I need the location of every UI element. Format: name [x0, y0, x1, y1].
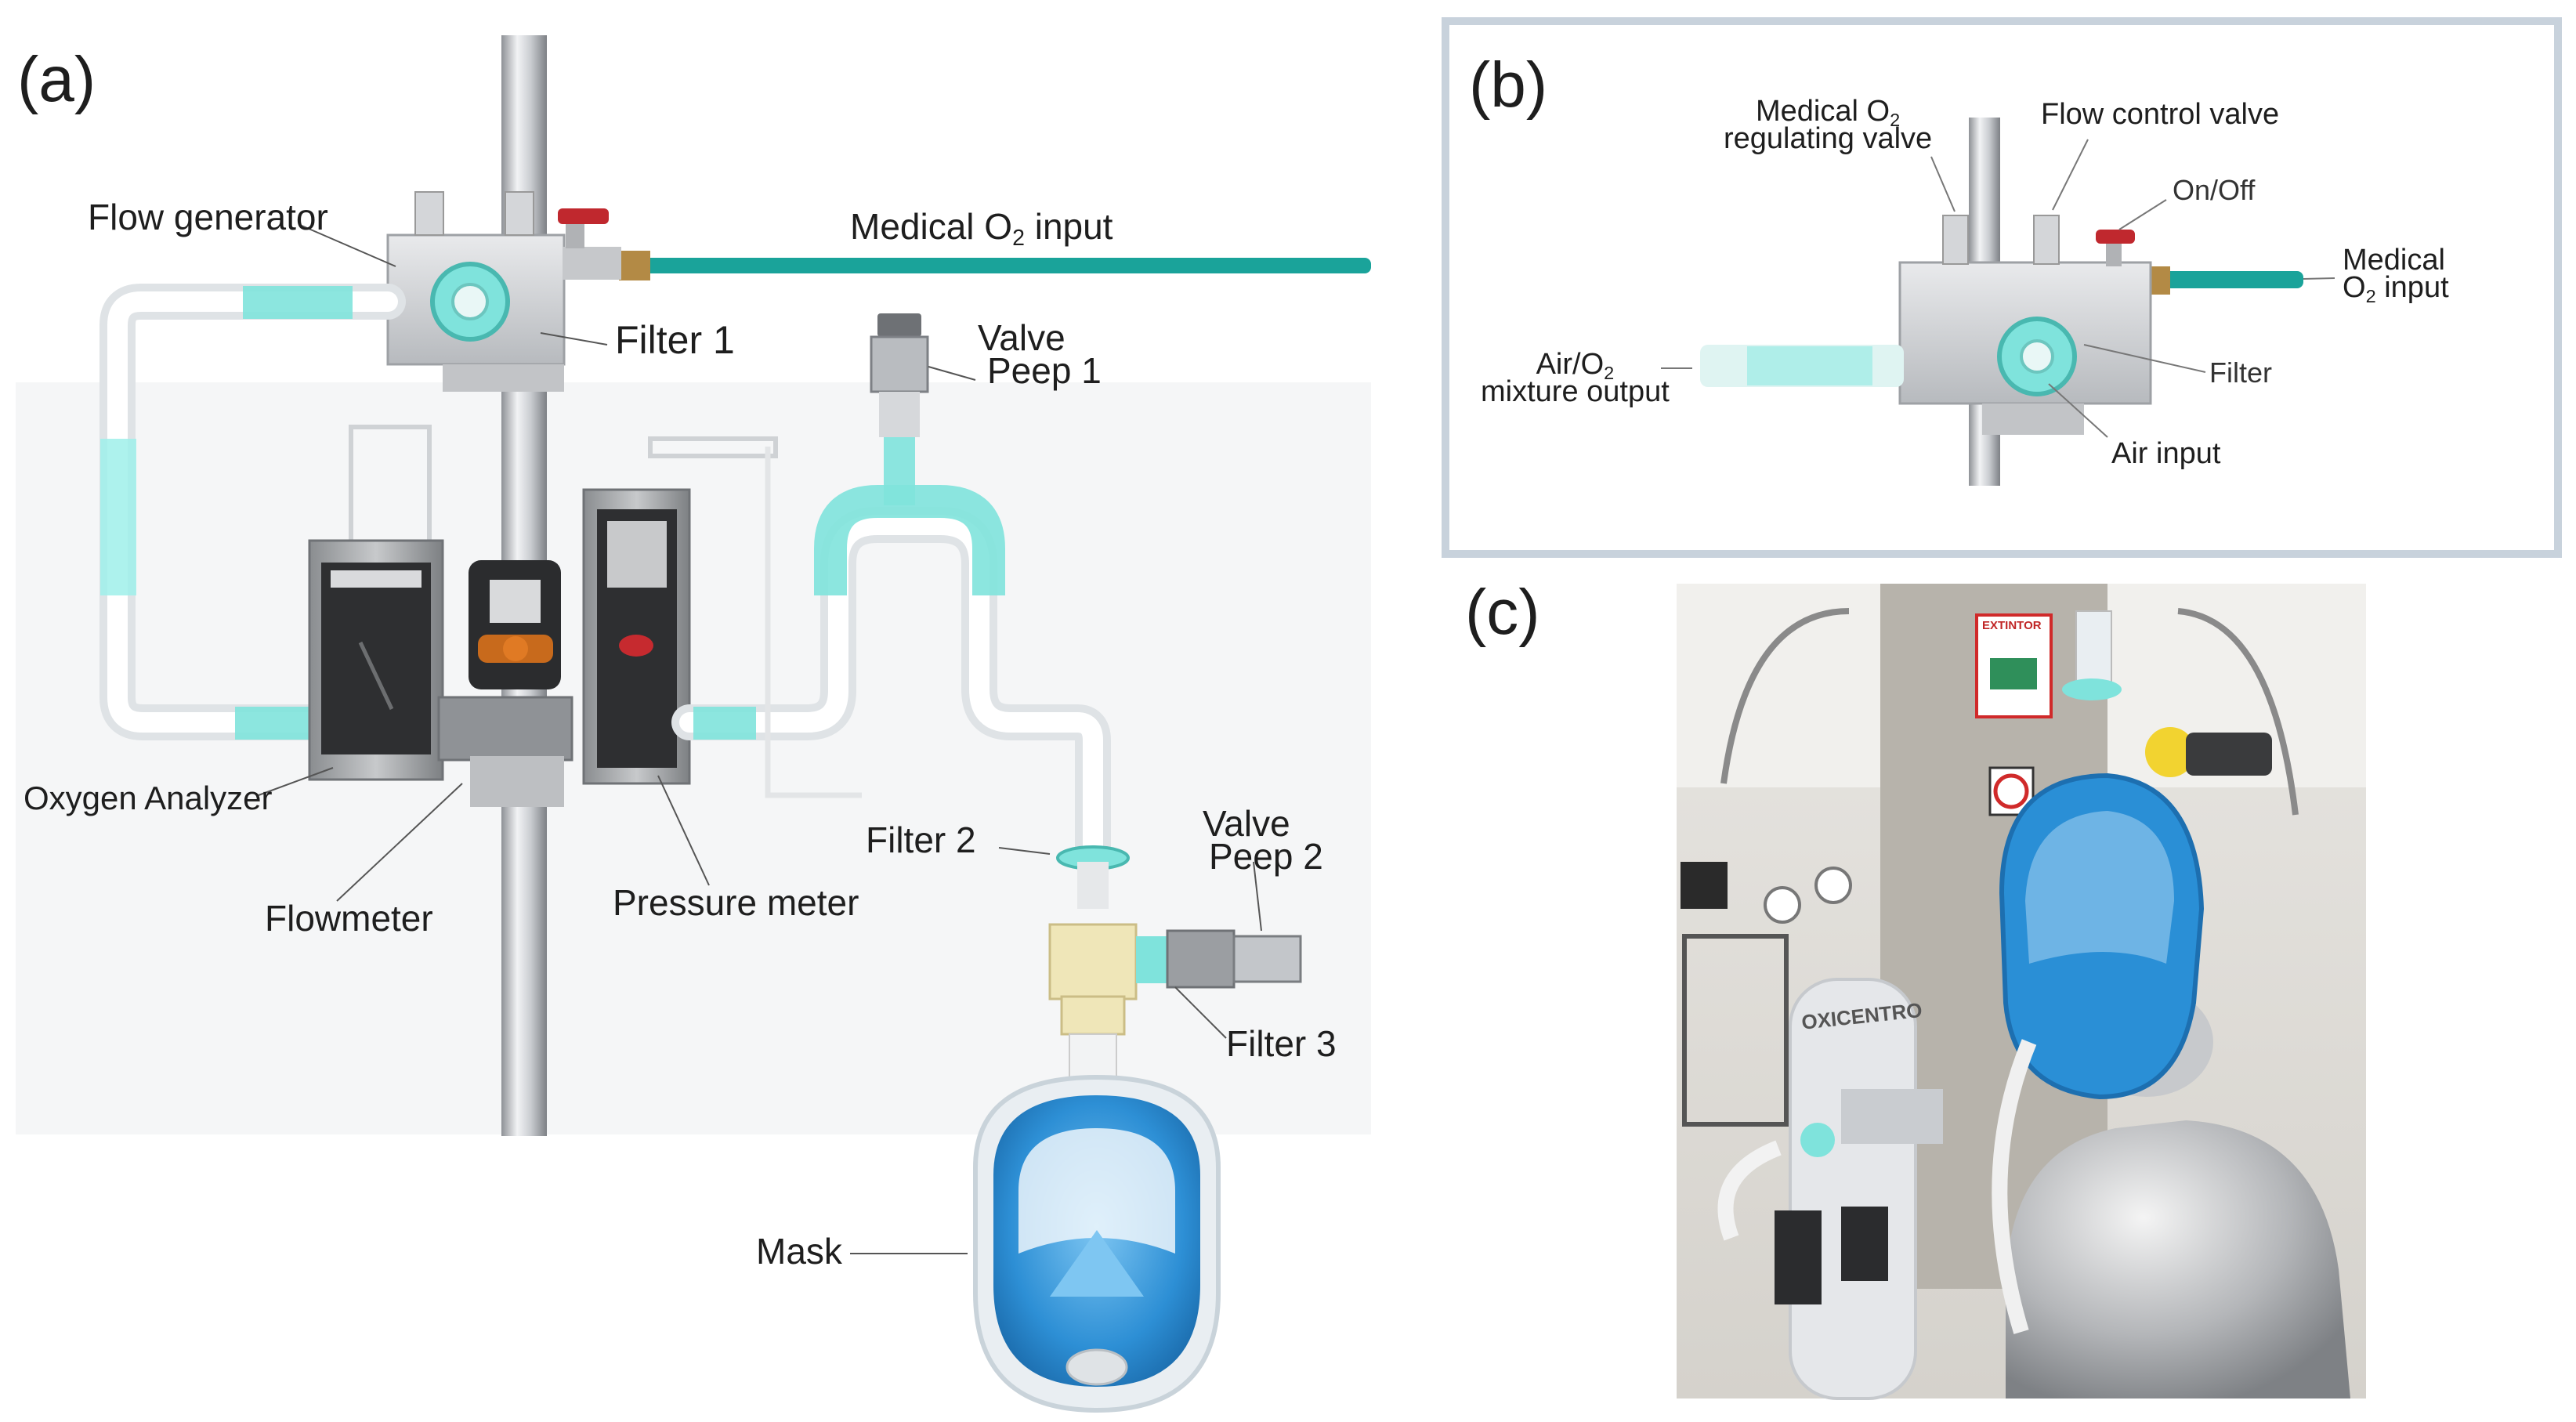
label-oxygen-analyzer: Oxygen Analyzer — [24, 780, 273, 816]
label-valve-peep-1: Valve Peep 1 — [978, 317, 1102, 392]
label-flow-generator: Flow generator — [88, 197, 328, 237]
label-regulating-valve-line1-sub: 2 — [1890, 109, 1901, 130]
label-flow-control-valve: Flow control valve — [2041, 98, 2280, 131]
label-medical-o2-regulating-valve: Medical O2 regulating valve — [1724, 95, 1933, 155]
filter-2-part — [1056, 845, 1130, 909]
stop-valve-red — [558, 208, 609, 224]
label-valve-peep-2-line1: Valve — [1203, 803, 1290, 844]
panel-c-photo — [1677, 584, 2366, 1400]
label-air-input: Air input — [2111, 437, 2221, 470]
o2-input-hose — [642, 258, 1371, 273]
mannequin — [2006, 1120, 2350, 1398]
label-flowmeter: Flowmeter — [265, 898, 433, 939]
label-air-o2-mixture-output: Air/O2 mixture output — [1481, 348, 1670, 408]
left-hose-loop — [99, 284, 406, 740]
label-filter: Filter — [2209, 356, 2272, 389]
label-mixture-output-line1-sub: 2 — [1604, 362, 1615, 383]
label-mixture-output-line1-pre: Air/O — [1536, 348, 1605, 381]
panel-b-letter: (b) — [1469, 49, 1548, 121]
flow-generator — [386, 191, 621, 392]
full-face-mask — [973, 1033, 1221, 1413]
label-on-off: On/Off — [2173, 174, 2256, 206]
label-valve-peep-2-line2: Peep 2 — [1209, 836, 1323, 877]
label-filter-3: Filter 3 — [1226, 1023, 1337, 1064]
oxygen-tank — [1789, 978, 1917, 1400]
panel-a-leader-lines — [258, 225, 1262, 1254]
oxygen-analyzer — [308, 425, 444, 781]
panel-b-onoff-valve — [2096, 230, 2135, 244]
panel-a-backdrop — [16, 382, 1371, 1134]
panel-b-o2-hose — [2162, 271, 2303, 288]
label-b-o2-input-line1: Medical — [2343, 244, 2445, 277]
label-filter-1: Filter 1 — [615, 318, 735, 362]
label-regulating-valve-line2: regulating valve — [1724, 121, 1933, 155]
right-hose-path — [671, 435, 1111, 872]
t-connector — [1048, 923, 1302, 1036]
label-b-o2-input-line2-sub: 2 — [2365, 285, 2376, 306]
label-b-medical-o2-input: Medical O2 input — [2343, 244, 2449, 305]
label-medical-o2-input-post: input — [1024, 206, 1113, 247]
panel-b-illustration — [1442, 17, 2562, 558]
brass-fitting — [619, 251, 650, 280]
label-b-o2-input-line2-pre: O — [2343, 270, 2366, 304]
label-filter-2: Filter 2 — [866, 820, 976, 860]
label-b-o2-input-line2-post: input — [2375, 270, 2449, 304]
valve-peep-1 — [870, 313, 929, 437]
pressure-meter — [582, 436, 778, 785]
flowmeter — [437, 560, 573, 807]
label-pressure-meter: Pressure meter — [613, 882, 859, 923]
label-mask: Mask — [756, 1231, 842, 1272]
panel-a-letter: (a) — [17, 44, 96, 115]
label-mixture-output-line2: mixture output — [1481, 374, 1670, 408]
label-valve-peep-1-line1: Valve — [978, 317, 1065, 358]
label-medical-o2-input-pre: Medical O — [850, 206, 1013, 247]
label-valve-peep-2: Valve Peep 2 — [1203, 803, 1323, 877]
label-medical-o2-input: Medical O2 input — [850, 205, 1113, 251]
label-valve-peep-1-line2: Peep 1 — [987, 350, 1102, 392]
label-regulating-valve-line1-pre: Medical O — [1756, 95, 1890, 128]
panel-c-letter: (c) — [1465, 577, 1540, 648]
panel-a-illustration — [16, 35, 1371, 1413]
panel-b-regulating-knob — [1942, 215, 1969, 265]
label-medical-o2-input-sub: 2 — [1012, 225, 1025, 251]
photo-sign-text: EXTINTOR — [1982, 619, 2042, 632]
panel-b-flow-knob — [2033, 215, 2060, 265]
